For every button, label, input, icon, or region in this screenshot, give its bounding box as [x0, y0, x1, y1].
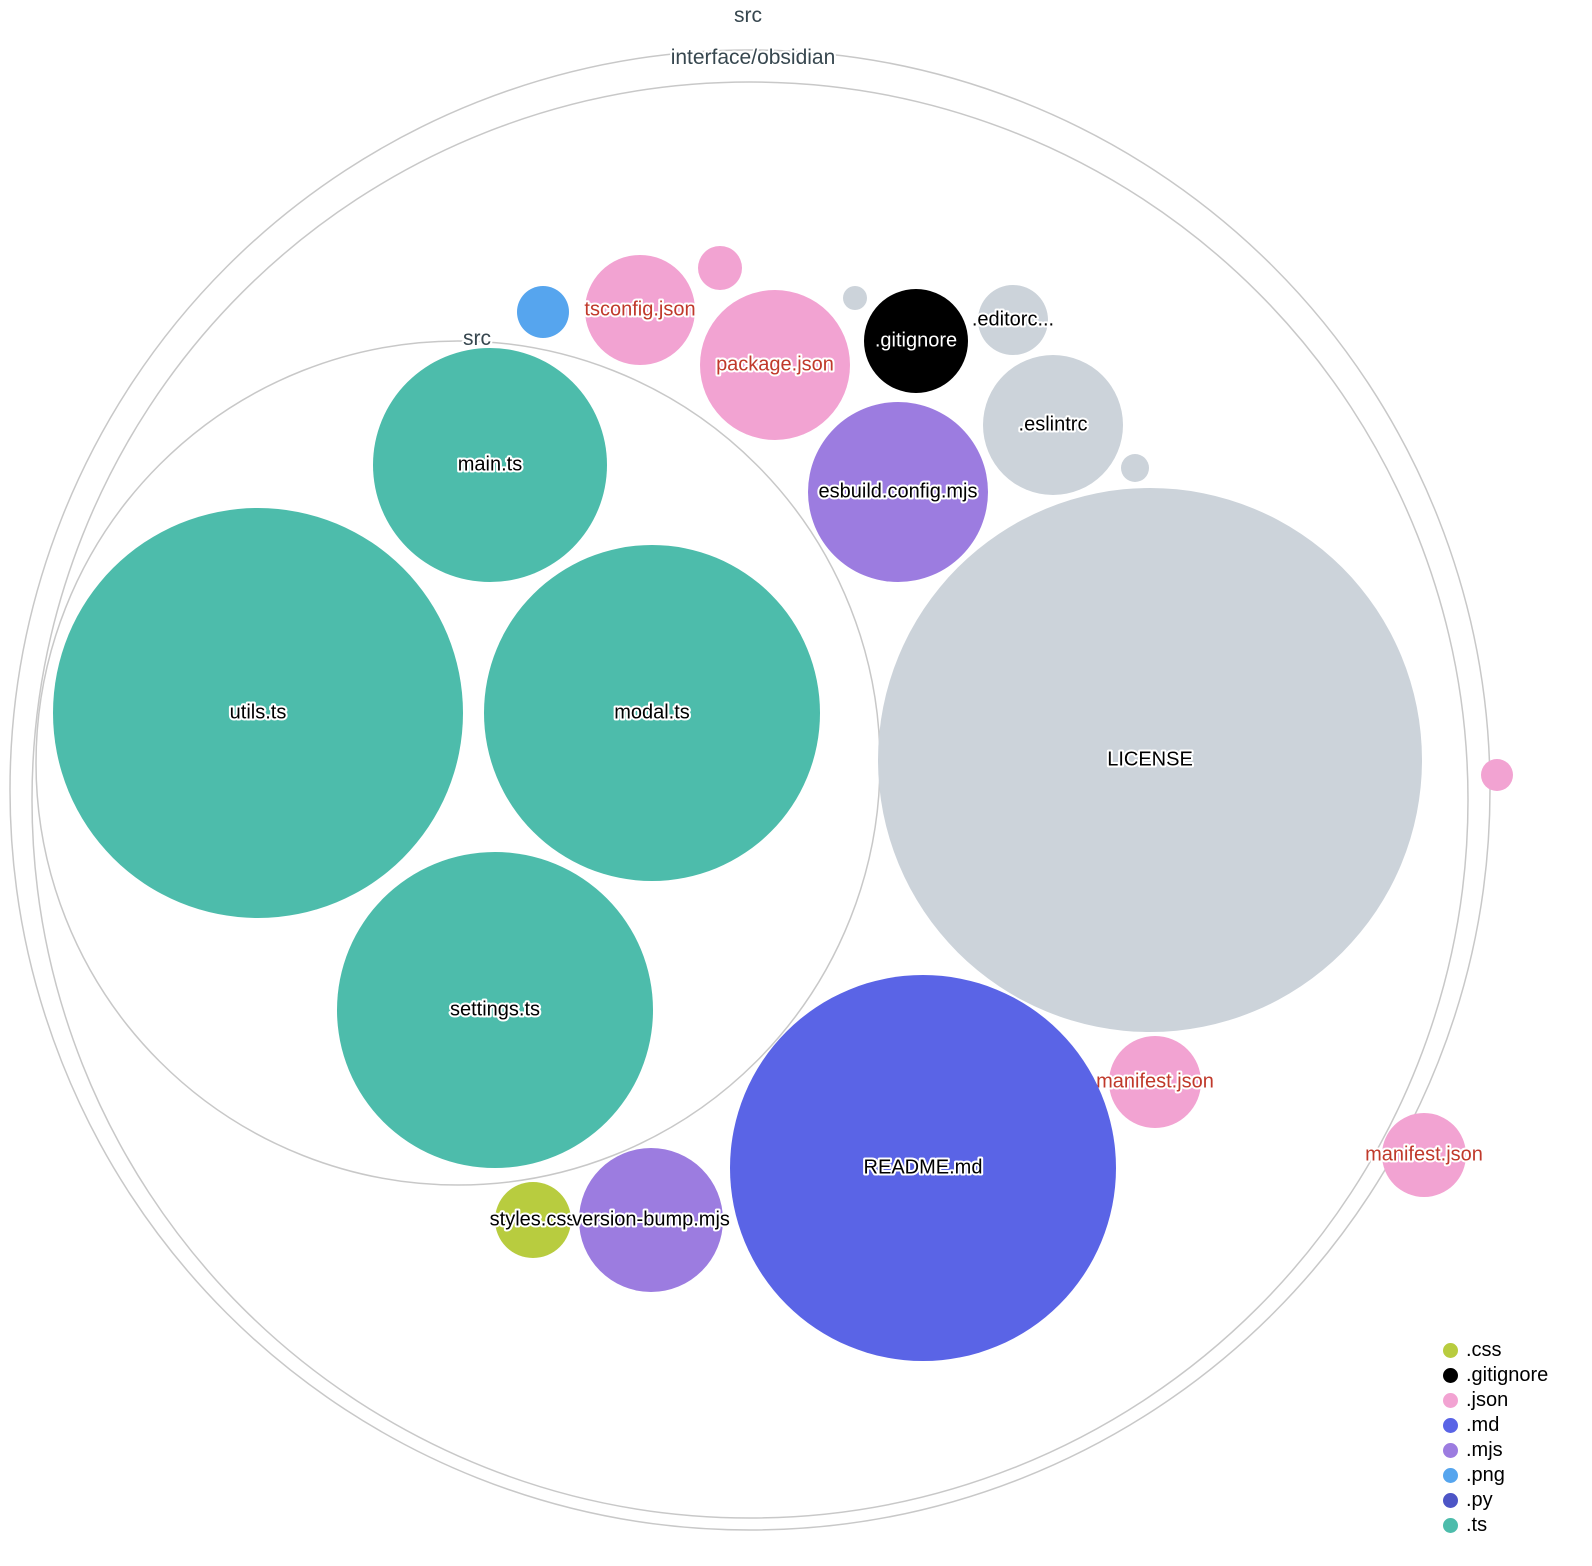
file-label-settings-ts: settings.ts [450, 998, 540, 1020]
file-bubble-gitignore[interactable] [864, 289, 968, 393]
folder-label-src-inner: src [463, 327, 491, 350]
folder-label-src-outer: src [734, 4, 762, 27]
file-label-eslintrc: .eslintrc [1019, 413, 1088, 435]
file-bubble-tsconfig-json[interactable] [585, 255, 695, 365]
file-label-license: LICENSE [1107, 748, 1193, 770]
file-bubble-gray-small-2[interactable] [1121, 454, 1149, 482]
file-bubble-license[interactable] [878, 488, 1422, 1032]
legend: .css .gitignore .json .md .mjs .png .py .ts [1443, 1339, 1549, 1536]
legend-item-mjs: .mjs [1443, 1439, 1548, 1461]
legend-label-json: .json [1466, 1389, 1509, 1411]
file-bubble-json-small-top[interactable] [698, 246, 742, 290]
legend-label-md: .md [1466, 1414, 1500, 1436]
legend-swatch-mjs [1443, 1443, 1458, 1458]
legend-swatch-ts [1443, 1518, 1458, 1533]
file-label-manifest-json-outer: manifest.json [1365, 1143, 1483, 1165]
legend-label-png: .png [1466, 1464, 1505, 1486]
file-bubble-styles-css[interactable] [495, 1182, 571, 1258]
file-label-readme-md: README.md [864, 1156, 983, 1178]
legend-swatch-md [1443, 1418, 1458, 1433]
file-bubble-png-file[interactable] [517, 286, 569, 338]
file-label-esbuild-config-mjs: esbuild.config.mjs [819, 480, 978, 502]
legend-label-py: .py [1466, 1489, 1493, 1511]
file-bubble-main-ts[interactable] [373, 348, 607, 582]
legend-item-json: .json [1443, 1389, 1548, 1411]
file-label-gitignore: .gitignore [875, 329, 957, 351]
file-bubble-utils-ts[interactable] [53, 508, 463, 918]
legend-swatch-json [1443, 1393, 1458, 1408]
file-bubble-manifest-json-outer[interactable] [1382, 1113, 1466, 1197]
file-bubble-package-json[interactable] [700, 290, 850, 440]
file-label-manifest-json: manifest.json [1096, 1070, 1214, 1092]
legend-item-gitignore: .gitignore [1443, 1364, 1549, 1386]
legend-swatch-png [1443, 1468, 1458, 1483]
file-bubble-json-small-right[interactable] [1481, 759, 1513, 791]
legend-label-mjs: .mjs [1466, 1439, 1503, 1461]
file-bubble-gray-small-1[interactable] [843, 286, 867, 310]
legend-swatch-py [1443, 1493, 1458, 1508]
legend-swatch-gitignore [1443, 1368, 1458, 1383]
legend-item-md: .md [1443, 1414, 1548, 1436]
file-bubble-modal-ts[interactable] [484, 545, 820, 881]
file-label-package-json: package.json [716, 353, 834, 375]
legend-item-ts: .ts [1443, 1514, 1548, 1536]
file-label-styles-css: styles.css [490, 1208, 577, 1230]
file-bubble-version-bump-mjs[interactable] [579, 1148, 723, 1292]
file-bubble-esbuild-config-mjs[interactable] [808, 402, 988, 582]
file-bubble-settings-ts[interactable] [337, 852, 653, 1168]
legend-label-ts: .ts [1466, 1514, 1488, 1536]
file-bubble-readme-md[interactable] [730, 975, 1116, 1361]
file-label-utils-ts: utils.ts [230, 701, 287, 723]
legend-item-css: .css [1443, 1339, 1548, 1361]
legend-label-gitignore: .gitignore [1466, 1364, 1549, 1386]
folder-circle-interface-obsidian[interactable] [31, 81, 1469, 1519]
file-label-modal-ts: modal.ts [614, 701, 690, 723]
file-bubble-eslintrc[interactable] [983, 355, 1123, 495]
legend-label-css: .css [1466, 1339, 1502, 1361]
file-label-version-bump-mjs: version-bump.mjs [572, 1208, 730, 1230]
file-label-tsconfig-json: tsconfig.json [584, 298, 695, 320]
legend-item-png: .png [1443, 1464, 1548, 1486]
file-label-editorconfig: .editorc... [972, 308, 1054, 330]
file-bubble-manifest-json[interactable] [1109, 1036, 1201, 1128]
file-bubble-editorconfig[interactable] [978, 285, 1048, 355]
file-label-main-ts: main.ts [458, 453, 522, 475]
folder-circle-src-outer[interactable] [9, 49, 1491, 1531]
legend-swatch-css [1443, 1343, 1458, 1358]
folder-label-interface-obsidian: interface/obsidian [671, 46, 836, 69]
legend-item-py: .py [1443, 1489, 1548, 1511]
